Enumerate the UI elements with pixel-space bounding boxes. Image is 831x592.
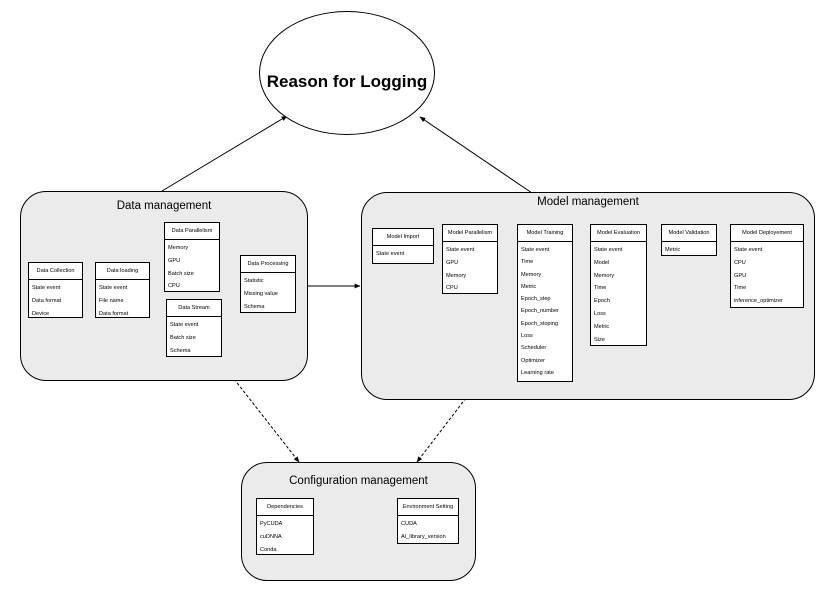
list-item: Epoch (594, 298, 610, 305)
dependencies-box: Dependencies PyCUDA cuDNNA Conda (256, 498, 314, 555)
list-item: Schema (244, 303, 265, 310)
list-item: GPU (168, 257, 181, 264)
list-item: Metric (665, 247, 681, 253)
list-item: Loss (594, 310, 606, 317)
data-management-title: Data management (116, 200, 212, 212)
list-item: Loss (521, 333, 533, 340)
list-item: GPU (734, 272, 747, 279)
list-item: Memory (594, 272, 615, 279)
list-item: Data format (99, 310, 129, 317)
list-item: Epoch_stoping (521, 320, 559, 327)
list-item: CPU (734, 259, 746, 266)
box-title: Model Deployement (731, 225, 803, 242)
data-loading-box: Data loading State event File name Data … (95, 262, 150, 318)
box-title: Environment Setting (398, 499, 458, 516)
box-title: Data Stream (167, 300, 221, 317)
data-stream-box: Data Stream State event Batch size Schem… (166, 299, 222, 357)
list-item: State event (32, 285, 61, 291)
list-item: inference_optimizer (734, 298, 783, 305)
list-item: Epoch_number (521, 308, 559, 315)
list-item: Metric (521, 283, 537, 290)
list-item: CPU (446, 285, 458, 292)
list-item: Data format (32, 297, 62, 304)
list-item: Conda (260, 546, 277, 553)
configuration-management-title: Configuration management (289, 475, 428, 487)
model-evaluation-box: Model Evaluation State event Model Memor… (590, 224, 647, 346)
box-title: Dependencies (257, 499, 313, 516)
box-title: Data Collection (29, 263, 82, 280)
list-item: CPU (168, 283, 180, 290)
model-import-box: Model Import State event (372, 228, 434, 264)
list-item: File name (99, 297, 124, 304)
list-item: Schema (170, 347, 191, 354)
model-deployment-box: Model Deployement State event CPU GPU Ti… (730, 224, 804, 308)
box-title: Data Parallelism (165, 223, 219, 240)
arrow-model-to-config (416, 397, 467, 463)
data-parallelism-box: Data Parallelism Memory GPU Batch size C… (164, 222, 220, 292)
reason-title: Reason for Logging (266, 72, 428, 91)
list-item: PyCUDA (260, 521, 283, 527)
list-item: Model (594, 259, 610, 266)
list-item: cuDNNA (260, 533, 282, 540)
list-item: Learning rate (521, 369, 554, 376)
list-item: Metric (594, 323, 610, 330)
list-item: CUDA (401, 521, 417, 527)
box-title: Model Evaluation (591, 225, 646, 242)
reason-ellipse: Reason for Logging (259, 11, 435, 135)
list-item: State event (376, 251, 405, 257)
list-item: Statistic (244, 278, 264, 284)
list-item: Time (594, 285, 607, 292)
environment-setting-box: Environment Setting CUDA AI_library_vers… (397, 498, 459, 544)
list-item: AI_library_version (401, 533, 446, 540)
box-title: Model Import (373, 229, 433, 246)
list-item: GPU (446, 259, 459, 266)
box-title: Model Validation (662, 225, 716, 242)
list-item: State event (99, 285, 128, 291)
list-item: Batch size (170, 334, 196, 341)
arrow-model-to-reason (419, 116, 533, 194)
data-processing-box: Data Processing Statistic Missing value … (240, 255, 296, 313)
list-item: State event (594, 247, 623, 253)
arrow-data-to-config (233, 378, 300, 463)
model-parallelism-box: Model Parallelism State event GPU Memory… (442, 224, 498, 294)
list-item: Memory (168, 245, 189, 251)
list-item: Memory (446, 272, 467, 279)
list-item: Time (521, 259, 534, 266)
model-training-box: Model Training State event Time Memory M… (517, 224, 573, 382)
data-collection-box: Data Collection State event Data format … (28, 262, 83, 318)
list-item: Optimizer (521, 357, 545, 364)
list-item: Scheduler (521, 345, 547, 352)
model-validation-box: Model Validation Metric (661, 224, 717, 256)
box-title: Data Processing (241, 256, 295, 273)
list-item: Epoch_step (521, 296, 551, 303)
list-item: Memory (521, 271, 542, 278)
box-title: Model Training (518, 225, 572, 242)
arrow-data-to-reason (161, 115, 288, 192)
list-item: State event (170, 322, 199, 328)
list-item: State event (521, 247, 550, 253)
box-title: Data loading (96, 263, 149, 280)
list-item: Batch size (168, 270, 194, 277)
list-item: Missing value (244, 290, 278, 297)
list-item: Size (594, 336, 605, 343)
list-item: State event (446, 247, 475, 253)
box-title: Model Parallelism (443, 225, 497, 242)
list-item: Time (734, 285, 747, 292)
list-item: State event (734, 247, 763, 253)
list-item: Device (32, 310, 50, 317)
model-management-title: Model management (537, 196, 639, 208)
